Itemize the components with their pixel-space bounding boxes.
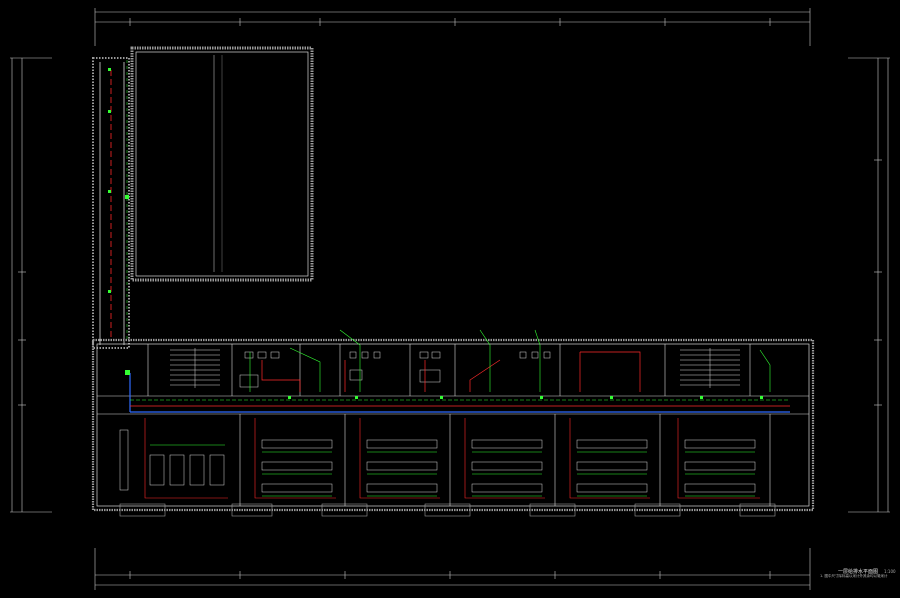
stair-right (680, 348, 740, 388)
drawing-scale: 1:100 (884, 569, 896, 574)
stair-left (170, 348, 220, 388)
right-dimension-line (848, 57, 890, 513)
left-corridor (92, 57, 130, 349)
large-hall-outline (130, 46, 314, 282)
lower-rooms (239, 414, 771, 506)
toilet-fixtures (239, 351, 551, 388)
top-dimension-line (94, 8, 811, 46)
drain-pipes-toilets (249, 329, 771, 392)
drain-fittings (108, 68, 763, 399)
supply-pipes-toilets (261, 351, 641, 392)
drain-pipes-classrooms (150, 444, 755, 497)
drawing-title-block: 一层给排水平面图 1:100 (838, 558, 896, 577)
lab-benches (119, 429, 756, 493)
left-dimension-line (10, 57, 52, 513)
drawing-title: 一层给排水平面图 (838, 569, 879, 575)
upper-rooms (147, 344, 751, 396)
supply-pipes-classrooms (144, 418, 760, 499)
bottom-dimension-line (94, 548, 811, 590)
drawing-note: 1. 图中尺寸除标高以米计外其余均以毫米计 (820, 574, 888, 578)
main-building-block (91, 338, 815, 517)
